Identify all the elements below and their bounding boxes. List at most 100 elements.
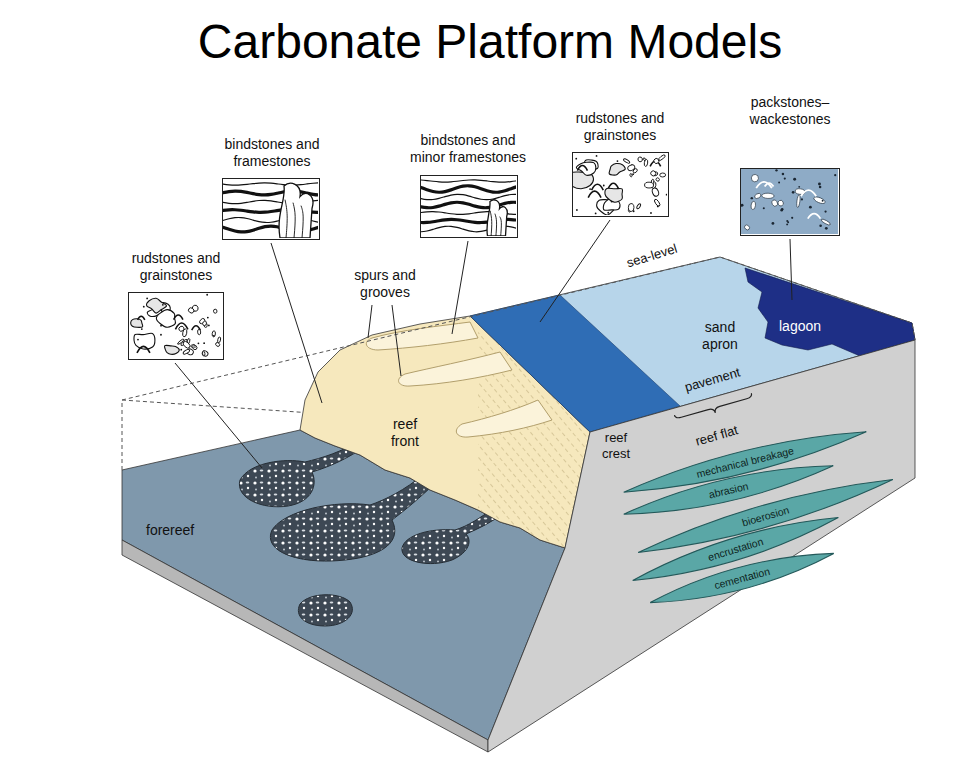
- fabric-box: [420, 175, 518, 238]
- fabric-sketch: [143, 306, 145, 308]
- leader-line: [392, 305, 401, 376]
- fabric-sketch: [751, 201, 757, 210]
- fabric-sketch: [645, 182, 654, 188]
- rubble-fan: [298, 595, 352, 626]
- fabric-sketch: [762, 193, 774, 199]
- fabric-sketch: [201, 350, 209, 357]
- facies-panel: packstones–wackestones: [738, 94, 842, 236]
- fabric-sketch: [813, 196, 826, 205]
- fabric-sketch: [575, 158, 577, 160]
- leader-line: [540, 220, 610, 322]
- fabric-sketch: [623, 158, 630, 164]
- zone-label-anchor: reef flat: [693, 422, 739, 449]
- fabric-sketch: [160, 334, 162, 336]
- fabric-sketch: [421, 176, 516, 236]
- fabric-sketch: [182, 329, 187, 338]
- fabric-sketch: [608, 183, 618, 188]
- fabric-sketch: [203, 342, 205, 344]
- block-face: [122, 540, 488, 752]
- facies-panel: bindstones and framestones: [216, 136, 328, 240]
- fabric-sketch: [763, 207, 765, 209]
- sea-level-plane: [122, 257, 915, 470]
- fabric-sketch: [223, 179, 318, 238]
- fabric-sketch: [787, 221, 789, 223]
- fabric-sketch: [279, 183, 313, 238]
- fabric-box: [128, 292, 224, 360]
- fabric-sketch: [595, 213, 597, 215]
- fabric-sketch: [751, 174, 759, 182]
- spur-lobe: [456, 400, 552, 437]
- fabric-sketch: [781, 208, 784, 211]
- fabric-sketch: [636, 203, 641, 209]
- fabric-sketch: [495, 214, 497, 236]
- fabric-sketch: [223, 183, 318, 185]
- facies-heading: packstones–wackestones: [738, 94, 842, 128]
- fabric-sketch: [819, 225, 822, 228]
- zone-label-anchor: forereef: [146, 522, 194, 539]
- fabric-sketch: [796, 195, 801, 208]
- facies-heading: rudstones and grainstones: [564, 110, 676, 144]
- fabric-sketch: [156, 310, 175, 328]
- fabric-sketch: [607, 212, 609, 214]
- fabric-sketch: [754, 192, 762, 199]
- zone-label-anchor: lagoon: [779, 318, 821, 335]
- zone-label-anchor: sea-level: [625, 241, 679, 272]
- fabric-sketch: [182, 340, 191, 349]
- fabric-sketch: [628, 203, 634, 211]
- fabric-sketch: [573, 153, 667, 215]
- fabric-box: [740, 168, 840, 236]
- fabric-sketch: [632, 173, 634, 175]
- fabric-sketch: [801, 198, 803, 200]
- leader-line: [175, 363, 262, 468]
- fabric-sketch: [834, 174, 836, 176]
- fabric-sketch: [651, 187, 660, 197]
- zone-label: spurs and grooves: [345, 267, 425, 301]
- fabric-sketch: [741, 204, 743, 207]
- fabric-sketch: [208, 325, 210, 327]
- fabric-sketch: [658, 154, 666, 161]
- fabric-sketch: [744, 224, 751, 231]
- fabric-sketch: [177, 338, 184, 344]
- fabric-box: [572, 152, 669, 217]
- fabric-sketch: [741, 169, 838, 234]
- fabric-sketch: [778, 182, 780, 184]
- facies-heading: bindstones and framestones: [216, 136, 328, 170]
- fabric-sketch: [609, 163, 625, 175]
- zone-label: sand apron: [695, 319, 745, 353]
- fabric-sketch: [596, 155, 598, 157]
- zone-bracket: [674, 393, 753, 423]
- fabric-sketch: [191, 344, 198, 351]
- fabric-sketch: [588, 191, 601, 197]
- zone-label: forereef: [146, 522, 194, 539]
- fabric-sketch: [771, 199, 779, 207]
- spur-lobe: [399, 352, 512, 386]
- fabric-sketch: [576, 162, 595, 175]
- fabric-sketch: [202, 351, 205, 356]
- fabric-sketch: [637, 156, 643, 162]
- sea-level-plane: [122, 257, 915, 470]
- fabric-sketch: [650, 212, 652, 214]
- fabric-sketch: [487, 200, 507, 236]
- fabric-sketch: [421, 176, 516, 236]
- fabric-sketch: [650, 170, 657, 177]
- zone-label-anchor: reef front: [383, 416, 428, 450]
- facies-heading: rudstones and grainstones: [120, 250, 232, 284]
- fabric-sketch: [207, 317, 209, 319]
- fabric-sketch: [782, 173, 785, 176]
- fabric-sketch: [772, 222, 775, 225]
- fabric-sketch: [285, 200, 287, 238]
- fabric-sketch: [213, 335, 215, 337]
- fabric-sketch: [660, 173, 666, 177]
- fabric-sketch: [180, 349, 182, 351]
- fabric-sketch: [666, 194, 667, 196]
- fabric-box: [222, 178, 320, 240]
- fabric-sketch: [780, 209, 783, 212]
- leader-line: [175, 220, 792, 468]
- zone-label: sea-level: [625, 241, 679, 272]
- fabric-sketch: [182, 349, 190, 355]
- fabric-sketch: [792, 191, 795, 194]
- fabric-sketch: [632, 168, 638, 174]
- fabric-sketch: [798, 186, 800, 188]
